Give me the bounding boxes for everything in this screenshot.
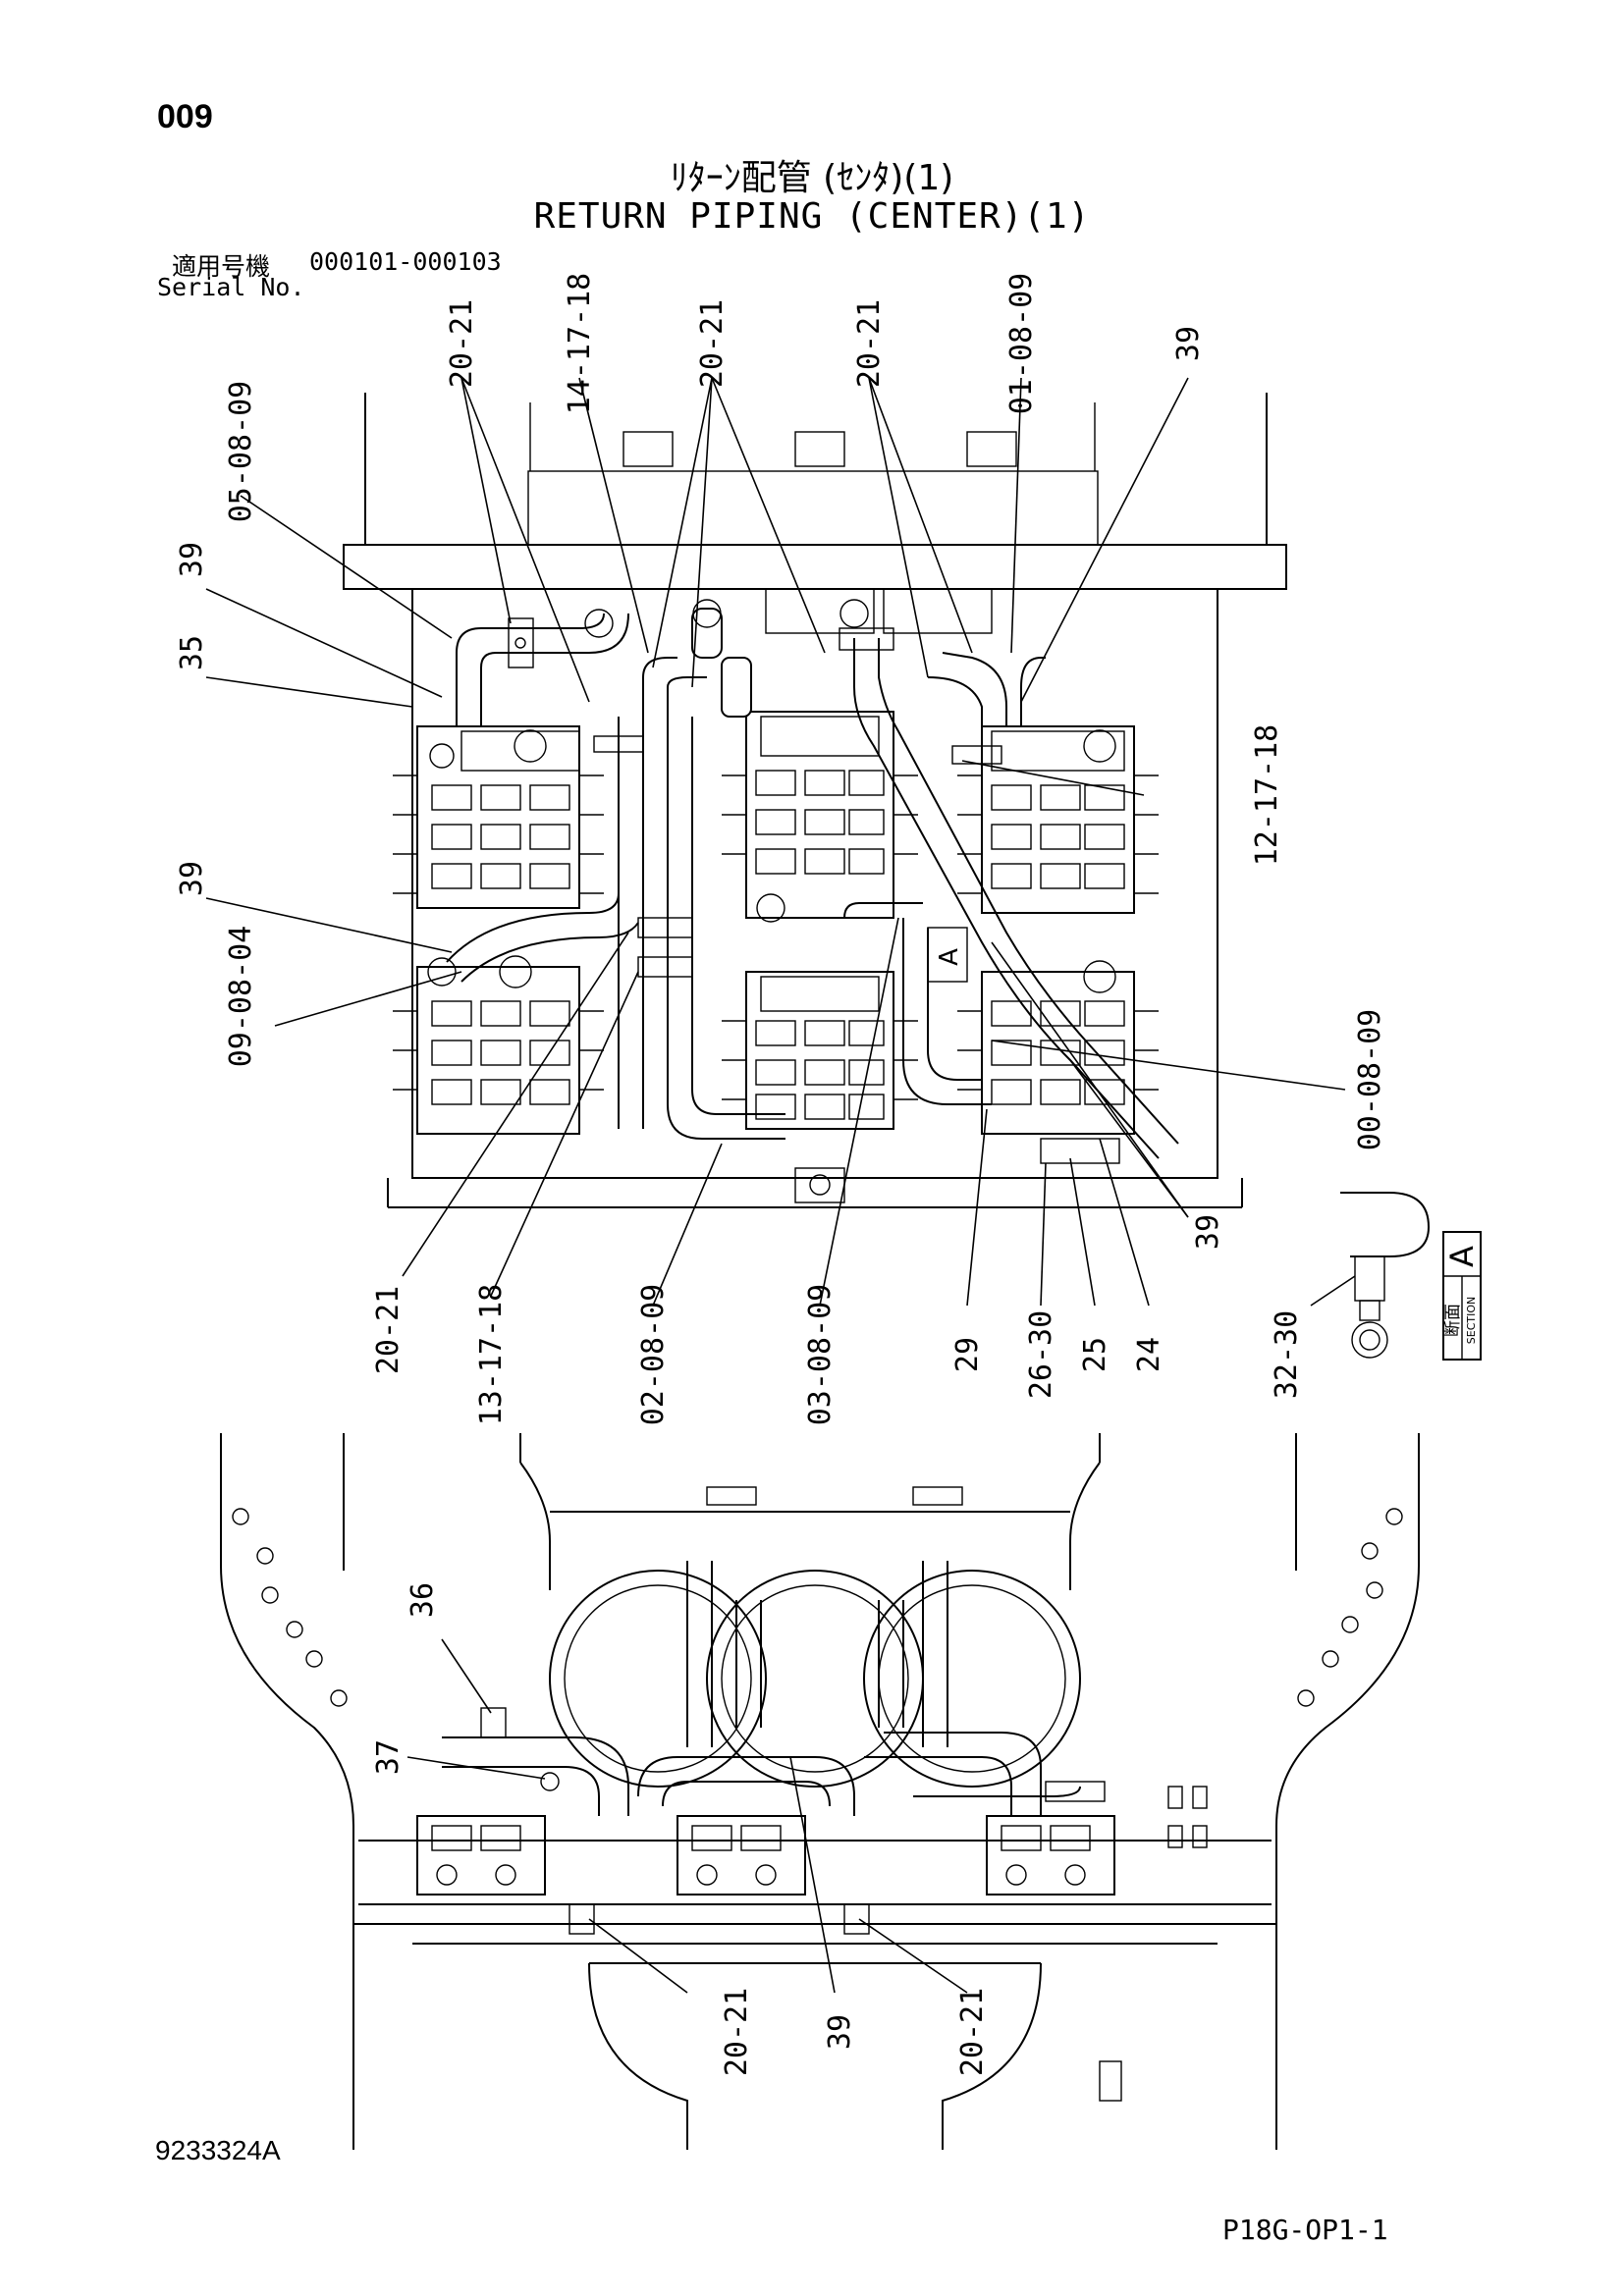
serial-label-en: Serial No.: [157, 273, 305, 301]
callout-label: 24: [1132, 1337, 1166, 1372]
callout-label: 37: [371, 1739, 406, 1775]
callout-label: 39: [1171, 326, 1206, 361]
page-title-en: RETURN PIPING (CENTER)(1): [533, 196, 1091, 237]
section-label-jp: 断面: [1443, 1304, 1463, 1337]
top-view-frame: [343, 393, 1287, 1208]
callout-label: 39: [823, 2014, 857, 2050]
section-label-en: SECTION: [1465, 1297, 1478, 1344]
page-code: P18G-OP1-1: [1222, 2214, 1388, 2246]
callout-label: 32-30: [1270, 1310, 1304, 1399]
callout-label: 20-21: [695, 299, 730, 388]
callout-label: 39: [175, 861, 209, 896]
callout-label: 36: [406, 1582, 440, 1618]
callout-label: 29: [950, 1337, 985, 1372]
drawing-number: 9233324A: [155, 2135, 281, 2165]
callout-label: 20-21: [720, 1988, 754, 2076]
callout-label: 05-08-09: [224, 381, 258, 523]
top-view-leaders: [205, 377, 1356, 1307]
serial-range: 000101-000103: [309, 247, 502, 276]
callout-label: 02-08-09: [636, 1284, 671, 1426]
callout-label: 20-21: [371, 1286, 406, 1374]
bottom-view-valves: [358, 1815, 1272, 1905]
callout-label: 09-08-04: [224, 926, 258, 1068]
callout-label: 26-30: [1024, 1310, 1058, 1399]
page-number: 009: [157, 98, 213, 135]
section-letter: A: [1443, 1246, 1481, 1267]
callout-label: 39: [1191, 1214, 1225, 1250]
callout-label: 12-17-18: [1250, 724, 1284, 867]
bottom-view-frame: [220, 1433, 1420, 2150]
callout-label: 00-08-09: [1353, 1009, 1387, 1151]
callout-label: 20-21: [955, 1988, 990, 2076]
control-valve-top-left-lower: [393, 955, 604, 1135]
control-valve-center-upper: [722, 711, 918, 923]
bottom-view-callouts: 36 37 20-21 39 20-21: [371, 1582, 990, 2076]
callout-label: 25: [1078, 1337, 1112, 1372]
callout-label: 14-17-18: [563, 273, 597, 415]
callout-label: 20-21: [445, 299, 479, 388]
callout-label: 39: [175, 542, 209, 577]
bottom-view-leaders: [406, 1638, 968, 1994]
control-valve-center-lower: [722, 971, 918, 1130]
bottom-view-pipes: [442, 1561, 1106, 1935]
callout-label: 35: [175, 635, 209, 670]
callout-label: 01-08-09: [1004, 273, 1039, 415]
control-valve-right-upper: [957, 725, 1159, 914]
return-pipes-top-view: [446, 599, 1179, 1203]
serial-label-jp: 適用号機: [172, 252, 271, 281]
callout-label: 20-21: [852, 299, 887, 388]
top-view-callouts: 20-21 14-17-18 20-21 20-21 01-08-09 39 0…: [175, 273, 1387, 1426]
callout-label: 03-08-09: [803, 1284, 838, 1426]
flow-arrow-label: A: [935, 948, 964, 966]
page-title-jp: ﾘﾀｰﾝ配管 (ｾﾝﾀ)(1): [670, 158, 954, 198]
section-a-detail: [1340, 1192, 1482, 1361]
callout-label: 13-17-18: [474, 1284, 509, 1426]
control-valve-top-left-upper: [393, 725, 604, 909]
